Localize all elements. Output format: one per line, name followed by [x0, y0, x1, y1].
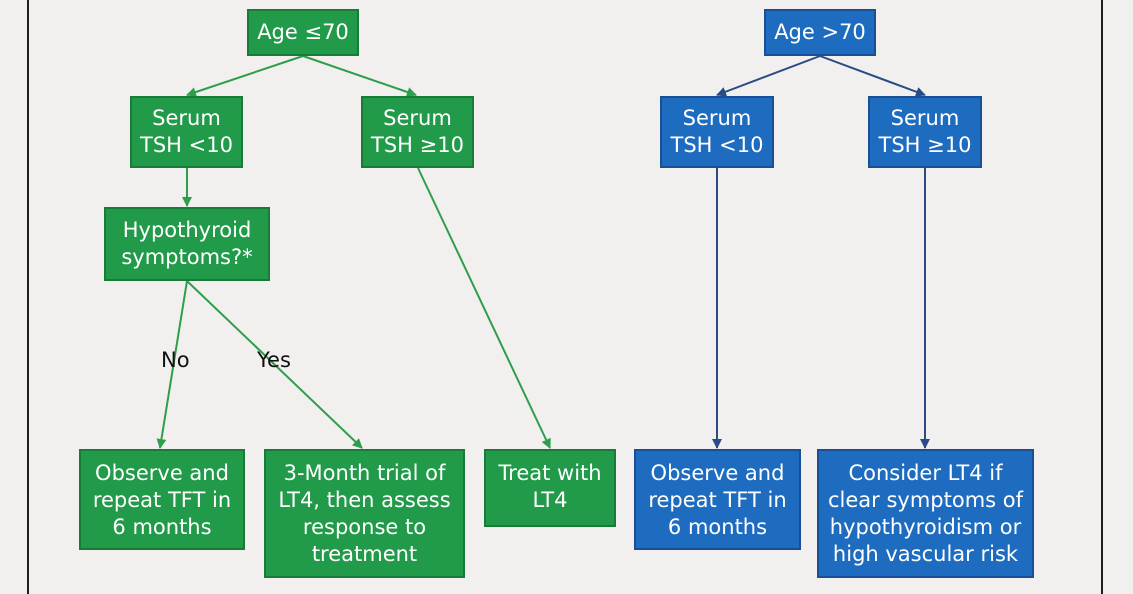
consider-box: Consider LT4 if clear symptoms of hypoth… — [817, 449, 1034, 578]
arrow-symptoms-to-trial — [186, 280, 363, 449]
tsh-low-right-line2: TSH <10 — [670, 133, 764, 157]
treat-line1: Treat with — [498, 461, 602, 485]
trial-line3: response to — [302, 515, 427, 539]
tsh-high-left-box: Serum TSH ≥10 — [361, 96, 474, 168]
treat-line2: LT4 — [532, 488, 568, 512]
treat-box: Treat with LT4 — [484, 449, 616, 527]
age-gt-70-box: Age >70 — [764, 9, 876, 56]
arrow-tsh-high-to-treat — [417, 167, 551, 449]
arrow-age-to-tsh-low-left — [186, 55, 304, 97]
left-border — [27, 0, 29, 594]
age-gt-70-label: Age >70 — [774, 20, 866, 44]
arrow-age-to-tsh-high-right — [819, 55, 926, 97]
tsh-low-left-line1: Serum — [152, 106, 221, 130]
age-le-70-box: Age ≤70 — [247, 9, 359, 56]
trial-line1: 3-Month trial of — [283, 461, 446, 485]
yes-label: Yes — [257, 348, 291, 372]
tsh-low-right-box: Serum TSH <10 — [660, 96, 774, 168]
arrow-age-to-tsh-high-left — [302, 55, 417, 97]
observe-right-line3: 6 months — [667, 515, 768, 539]
consider-line2: clear symptoms of — [827, 488, 1024, 512]
observe-left-line1: Observe and — [95, 461, 229, 485]
no-label: No — [161, 348, 190, 372]
observe-right-line2: repeat TFT in — [648, 488, 787, 512]
tsh-high-right-line2: TSH ≥10 — [878, 133, 972, 157]
right-border — [1101, 0, 1103, 594]
tsh-low-left-line2: TSH <10 — [140, 133, 233, 157]
trial-line4: treatment — [311, 542, 418, 566]
tsh-low-left-box: Serum TSH <10 — [130, 96, 243, 168]
tsh-high-right-box: Serum TSH ≥10 — [868, 96, 982, 168]
arrow-age-to-tsh-low-right — [716, 55, 821, 97]
consider-line3: hypothyroidism or — [829, 515, 1022, 539]
arrow-symptoms-to-observe — [156, 280, 188, 449]
observe-right-box: Observe and repeat TFT in 6 months — [634, 449, 801, 550]
tsh-high-left-line2: TSH ≥10 — [371, 133, 464, 157]
observe-left-box: Observe and repeat TFT in 6 months — [79, 449, 245, 550]
hypothyroid-symptoms-box: Hypothyroid symptoms?* — [104, 207, 270, 281]
tsh-high-left-line1: Serum — [383, 106, 452, 130]
symptoms-line1: Hypothyroid — [122, 218, 252, 242]
observe-right-line1: Observe and — [650, 461, 785, 485]
consider-line4: high vascular risk — [832, 542, 1019, 566]
observe-left-line2: repeat TFT in — [92, 488, 232, 512]
observe-left-line3: 6 months — [112, 515, 212, 539]
trial-box: 3-Month trial of LT4, then assess respon… — [264, 449, 465, 578]
consider-line1: Consider LT4 if — [848, 461, 1003, 485]
age-le-70-label: Age ≤70 — [257, 20, 349, 44]
trial-line2: LT4, then assess — [278, 488, 451, 512]
tsh-low-right-line1: Serum — [682, 106, 752, 130]
symptoms-line2: symptoms?* — [121, 245, 253, 269]
tsh-high-right-line1: Serum — [890, 106, 960, 130]
